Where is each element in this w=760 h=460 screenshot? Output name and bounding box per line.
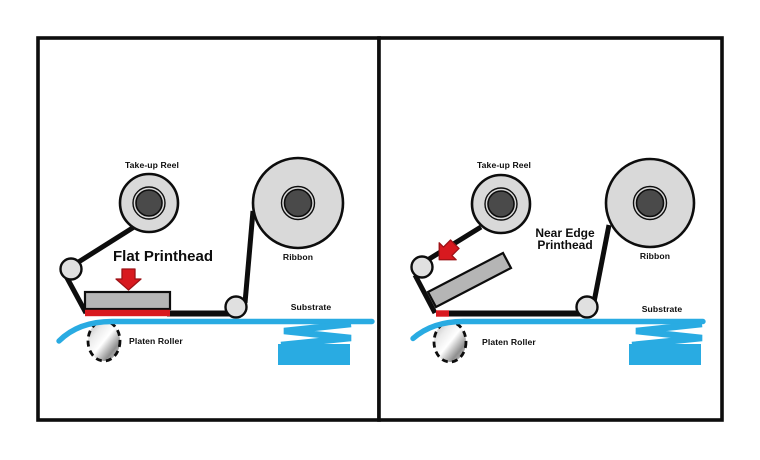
platen-roller-label: Platen Roller	[482, 337, 536, 347]
near-edge-label-line1: Near Edge	[535, 226, 595, 240]
platen-roller	[86, 319, 122, 363]
ribbon-label: Ribbon	[283, 252, 313, 262]
guide-roller-right	[575, 295, 599, 319]
substrate-fanfold	[280, 320, 352, 349]
near-edge-label-line2: Printhead	[537, 238, 592, 252]
near-edge-printhead-panel: Take-up Reel Ribbon Near Edge Printhead …	[377, 36, 724, 422]
substrate-stack	[629, 344, 701, 365]
flat-printhead	[83, 290, 172, 311]
print-line-red	[436, 310, 449, 317]
substrate-fanfold	[631, 320, 703, 349]
ribbon-roll	[251, 156, 345, 250]
substrate-web	[410, 318, 706, 342]
takeup-reel-label: Take-up Reel	[125, 160, 179, 170]
substrate-label: Substrate	[642, 304, 683, 314]
ribbon-label: Ribbon	[640, 251, 670, 261]
platen-roller	[432, 320, 468, 364]
substrate-web	[56, 318, 375, 344]
takeup-reel-label: Take-up Reel	[477, 160, 531, 170]
print-line-red	[85, 309, 170, 317]
flat-printhead-label: Flat Printhead	[113, 248, 213, 265]
down-arrow-icon	[115, 268, 142, 291]
diagonal-arrow-icon	[438, 239, 460, 261]
guide-roller-left	[59, 257, 83, 281]
platen-roller-label: Platen Roller	[129, 336, 183, 346]
ribbon-roll	[604, 157, 696, 249]
ribbon-web-path	[63, 210, 256, 317]
substrate-label: Substrate	[291, 302, 332, 312]
take-up-reel	[118, 172, 180, 234]
flat-printhead-panel: Take-up Reel Ribbon Flat Printhead Plate…	[36, 36, 381, 422]
near-edge-printhead	[426, 251, 513, 309]
guide-roller-left	[410, 255, 434, 279]
guide-roller-right	[224, 295, 248, 319]
take-up-reel	[470, 173, 532, 235]
substrate-stack	[278, 344, 350, 365]
